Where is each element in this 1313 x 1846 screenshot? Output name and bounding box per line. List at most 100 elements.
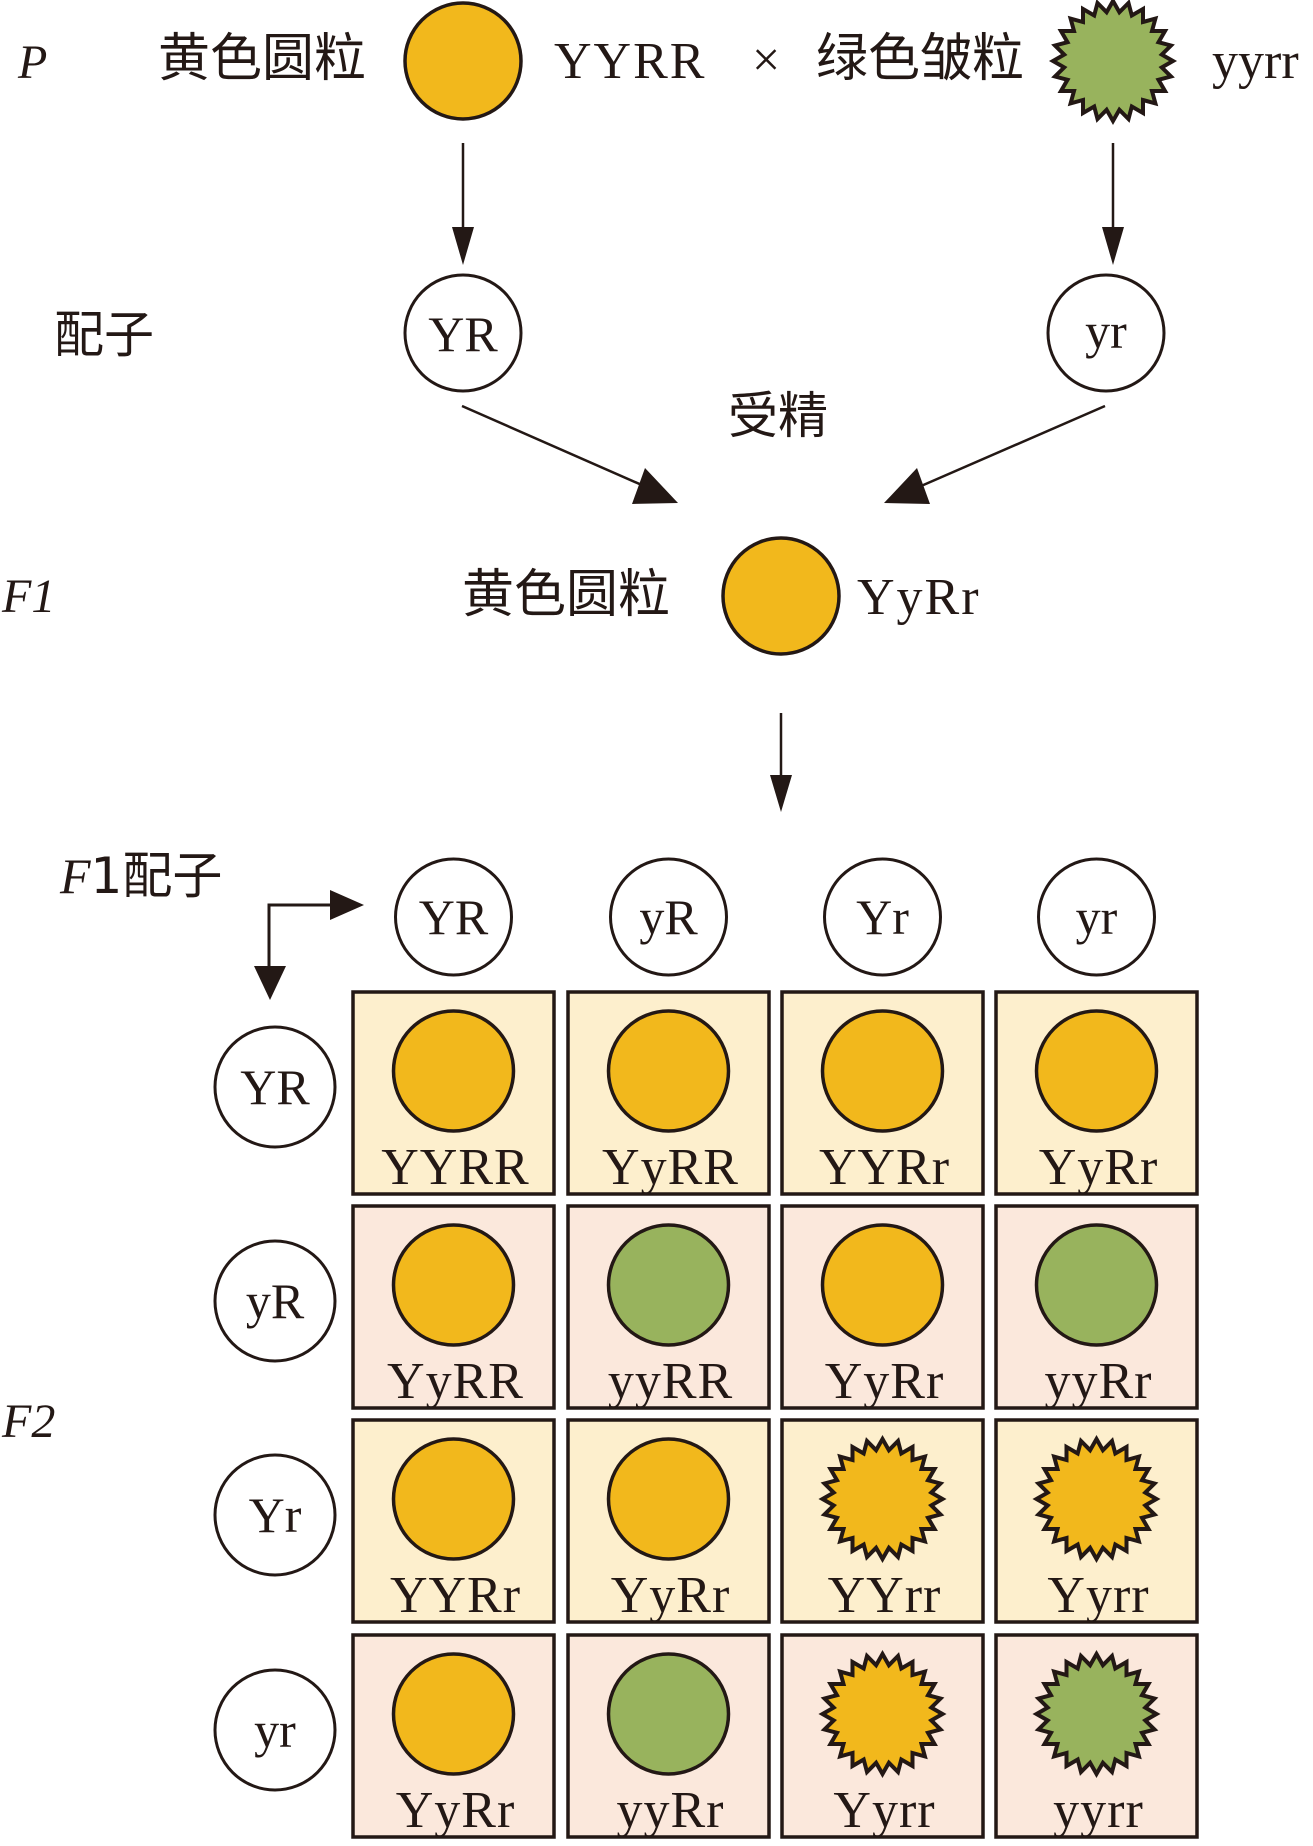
cell-genotype: YyRR: [602, 1139, 739, 1196]
column-gamete-label: Yr: [856, 889, 909, 945]
parent-right-seed: [1048, 0, 1178, 126]
row-gamete: Yr: [213, 1453, 337, 1577]
cell-genotype: YyRR: [387, 1353, 524, 1410]
column-gamete-label: yr: [1076, 889, 1118, 945]
row-gamete: YR: [213, 1025, 337, 1149]
cell-genotype: YYrr: [828, 1567, 942, 1624]
wrinkled-seed-icon: [818, 1434, 947, 1564]
row-gamete-label: yr: [254, 1702, 296, 1758]
parent-gamete-right: yr: [1046, 273, 1166, 393]
f1-genotype: YyRr: [857, 569, 981, 626]
arrow-gamete-right-to-f1: [884, 404, 1106, 504]
parent-right-wrinkled-seed-icon: [1048, 0, 1178, 126]
round-seed-icon: [391, 1009, 516, 1133]
parent-left-genotype: YYRR: [554, 33, 706, 90]
punnett-row-gametes: YR yR Yr yr: [213, 1025, 337, 1792]
parent-gamete-left-label: YR: [428, 306, 498, 362]
punnett-cell: Yyrr: [780, 1633, 985, 1839]
cell-genotype: YYRr: [390, 1567, 521, 1624]
wrinkled-seed-icon: [818, 1649, 947, 1779]
round-seed-icon: [1034, 1009, 1159, 1133]
round-seed-icon: [606, 1437, 731, 1561]
punnett-cell: yyRr: [566, 1633, 771, 1839]
label-f2: F2: [1, 1395, 55, 1448]
punnett-cell: yyRr: [994, 1204, 1199, 1410]
arrow-corner-down: [254, 966, 286, 1000]
punnett-cell: YyRr: [566, 1418, 771, 1624]
punnett-cell: YYRr: [351, 1418, 556, 1624]
gamete-circle: [213, 1453, 337, 1577]
parent-left-seed: [403, 1, 523, 121]
round-seed-icon: [606, 1223, 731, 1347]
cell-background: [780, 1204, 985, 1410]
punnett-cell: YyRr: [351, 1633, 556, 1839]
column-gamete-label: yR: [639, 889, 698, 945]
round-seed-icon: [606, 1652, 731, 1776]
cell-genotype: yyRr: [1045, 1353, 1153, 1410]
round-seed-icon: [606, 1009, 731, 1133]
round-seed-icon: [391, 1223, 516, 1347]
label-p: P: [17, 36, 47, 89]
round-seed-icon: [1034, 1223, 1159, 1347]
f1-seed: [721, 536, 841, 656]
row-gamete-label: yR: [246, 1273, 305, 1329]
wrinkled-seed-icon: [1032, 1649, 1161, 1779]
punnett-cell: yyrr: [994, 1633, 1199, 1839]
cross-symbol: ×: [752, 31, 780, 87]
punnett-cell: yyRR: [566, 1204, 771, 1410]
gamete-circle: [394, 857, 513, 977]
cell-genotype: YyRr: [611, 1567, 731, 1624]
f1-phenotype: 黄色圆粒: [462, 565, 670, 625]
column-gamete: YR: [394, 857, 513, 977]
column-gamete-label: YR: [419, 889, 489, 945]
cell-genotype: Yyrr: [833, 1782, 935, 1839]
round-seed-icon: [820, 1009, 945, 1133]
gamete-circle: [213, 1668, 337, 1792]
arrow-f1-to-punnett: [770, 713, 792, 812]
punnett-cell: YyRR: [566, 990, 771, 1196]
label-f1: F1: [1, 570, 55, 623]
cell-genotype: YyRr: [1039, 1139, 1159, 1196]
punnett-column-gametes: YR yR Yr yr: [394, 857, 1156, 977]
column-gamete: yR: [609, 857, 728, 977]
round-seed-icon: [820, 1223, 945, 1347]
row-gamete: yr: [213, 1668, 337, 1792]
gamete-circle: [213, 1239, 337, 1363]
parent-right-phenotype: 绿色皱粒: [816, 29, 1024, 89]
gamete-circle: [609, 857, 728, 977]
label-f1-gametes: F1配子: [59, 847, 222, 905]
gamete-circle: [823, 857, 942, 977]
cell-genotype: YYRR: [381, 1139, 529, 1196]
cell-genotype: YyRr: [825, 1353, 945, 1410]
row-gamete: yR: [213, 1239, 337, 1363]
punnett-cell: YYrr: [780, 1418, 985, 1624]
punnett-cell: Yyrr: [994, 1418, 1199, 1624]
arrow-p-left-to-gamete: [452, 143, 474, 265]
punnett-cell: YyRr: [994, 990, 1199, 1196]
arrow-p-right-to-gamete: [1102, 143, 1124, 265]
cell-genotype: YyRr: [396, 1782, 516, 1839]
gamete-circle: [213, 1025, 337, 1149]
punnett-cell: YyRR: [351, 1204, 556, 1410]
row-gamete-label: YR: [240, 1059, 310, 1115]
row-gamete-label: Yr: [249, 1487, 302, 1543]
round-seed-icon: [391, 1437, 516, 1561]
round-seed-icon: [391, 1652, 516, 1776]
cell-genotype: yyRR: [608, 1353, 733, 1410]
punnett-cell: YYRr: [780, 990, 985, 1196]
punnett-cell: YyRr: [780, 1204, 985, 1410]
cell-genotype: yyRr: [617, 1782, 725, 1839]
parent-gamete-right-label: yr: [1085, 303, 1127, 359]
cell-genotype: yyrr: [1053, 1782, 1144, 1839]
column-gamete: Yr: [823, 857, 942, 977]
parent-right-genotype: yyrr: [1212, 33, 1299, 90]
arrow-gamete-left-to-f1: [461, 404, 678, 504]
parent-left-phenotype: 黄色圆粒: [158, 29, 366, 89]
arrow-corner-right: [267, 890, 364, 981]
parent-gamete-left: YR: [403, 273, 523, 393]
label-gametes: 配子: [54, 306, 154, 364]
label-fertilization: 受精: [728, 387, 828, 445]
column-gamete: yr: [1037, 857, 1156, 977]
